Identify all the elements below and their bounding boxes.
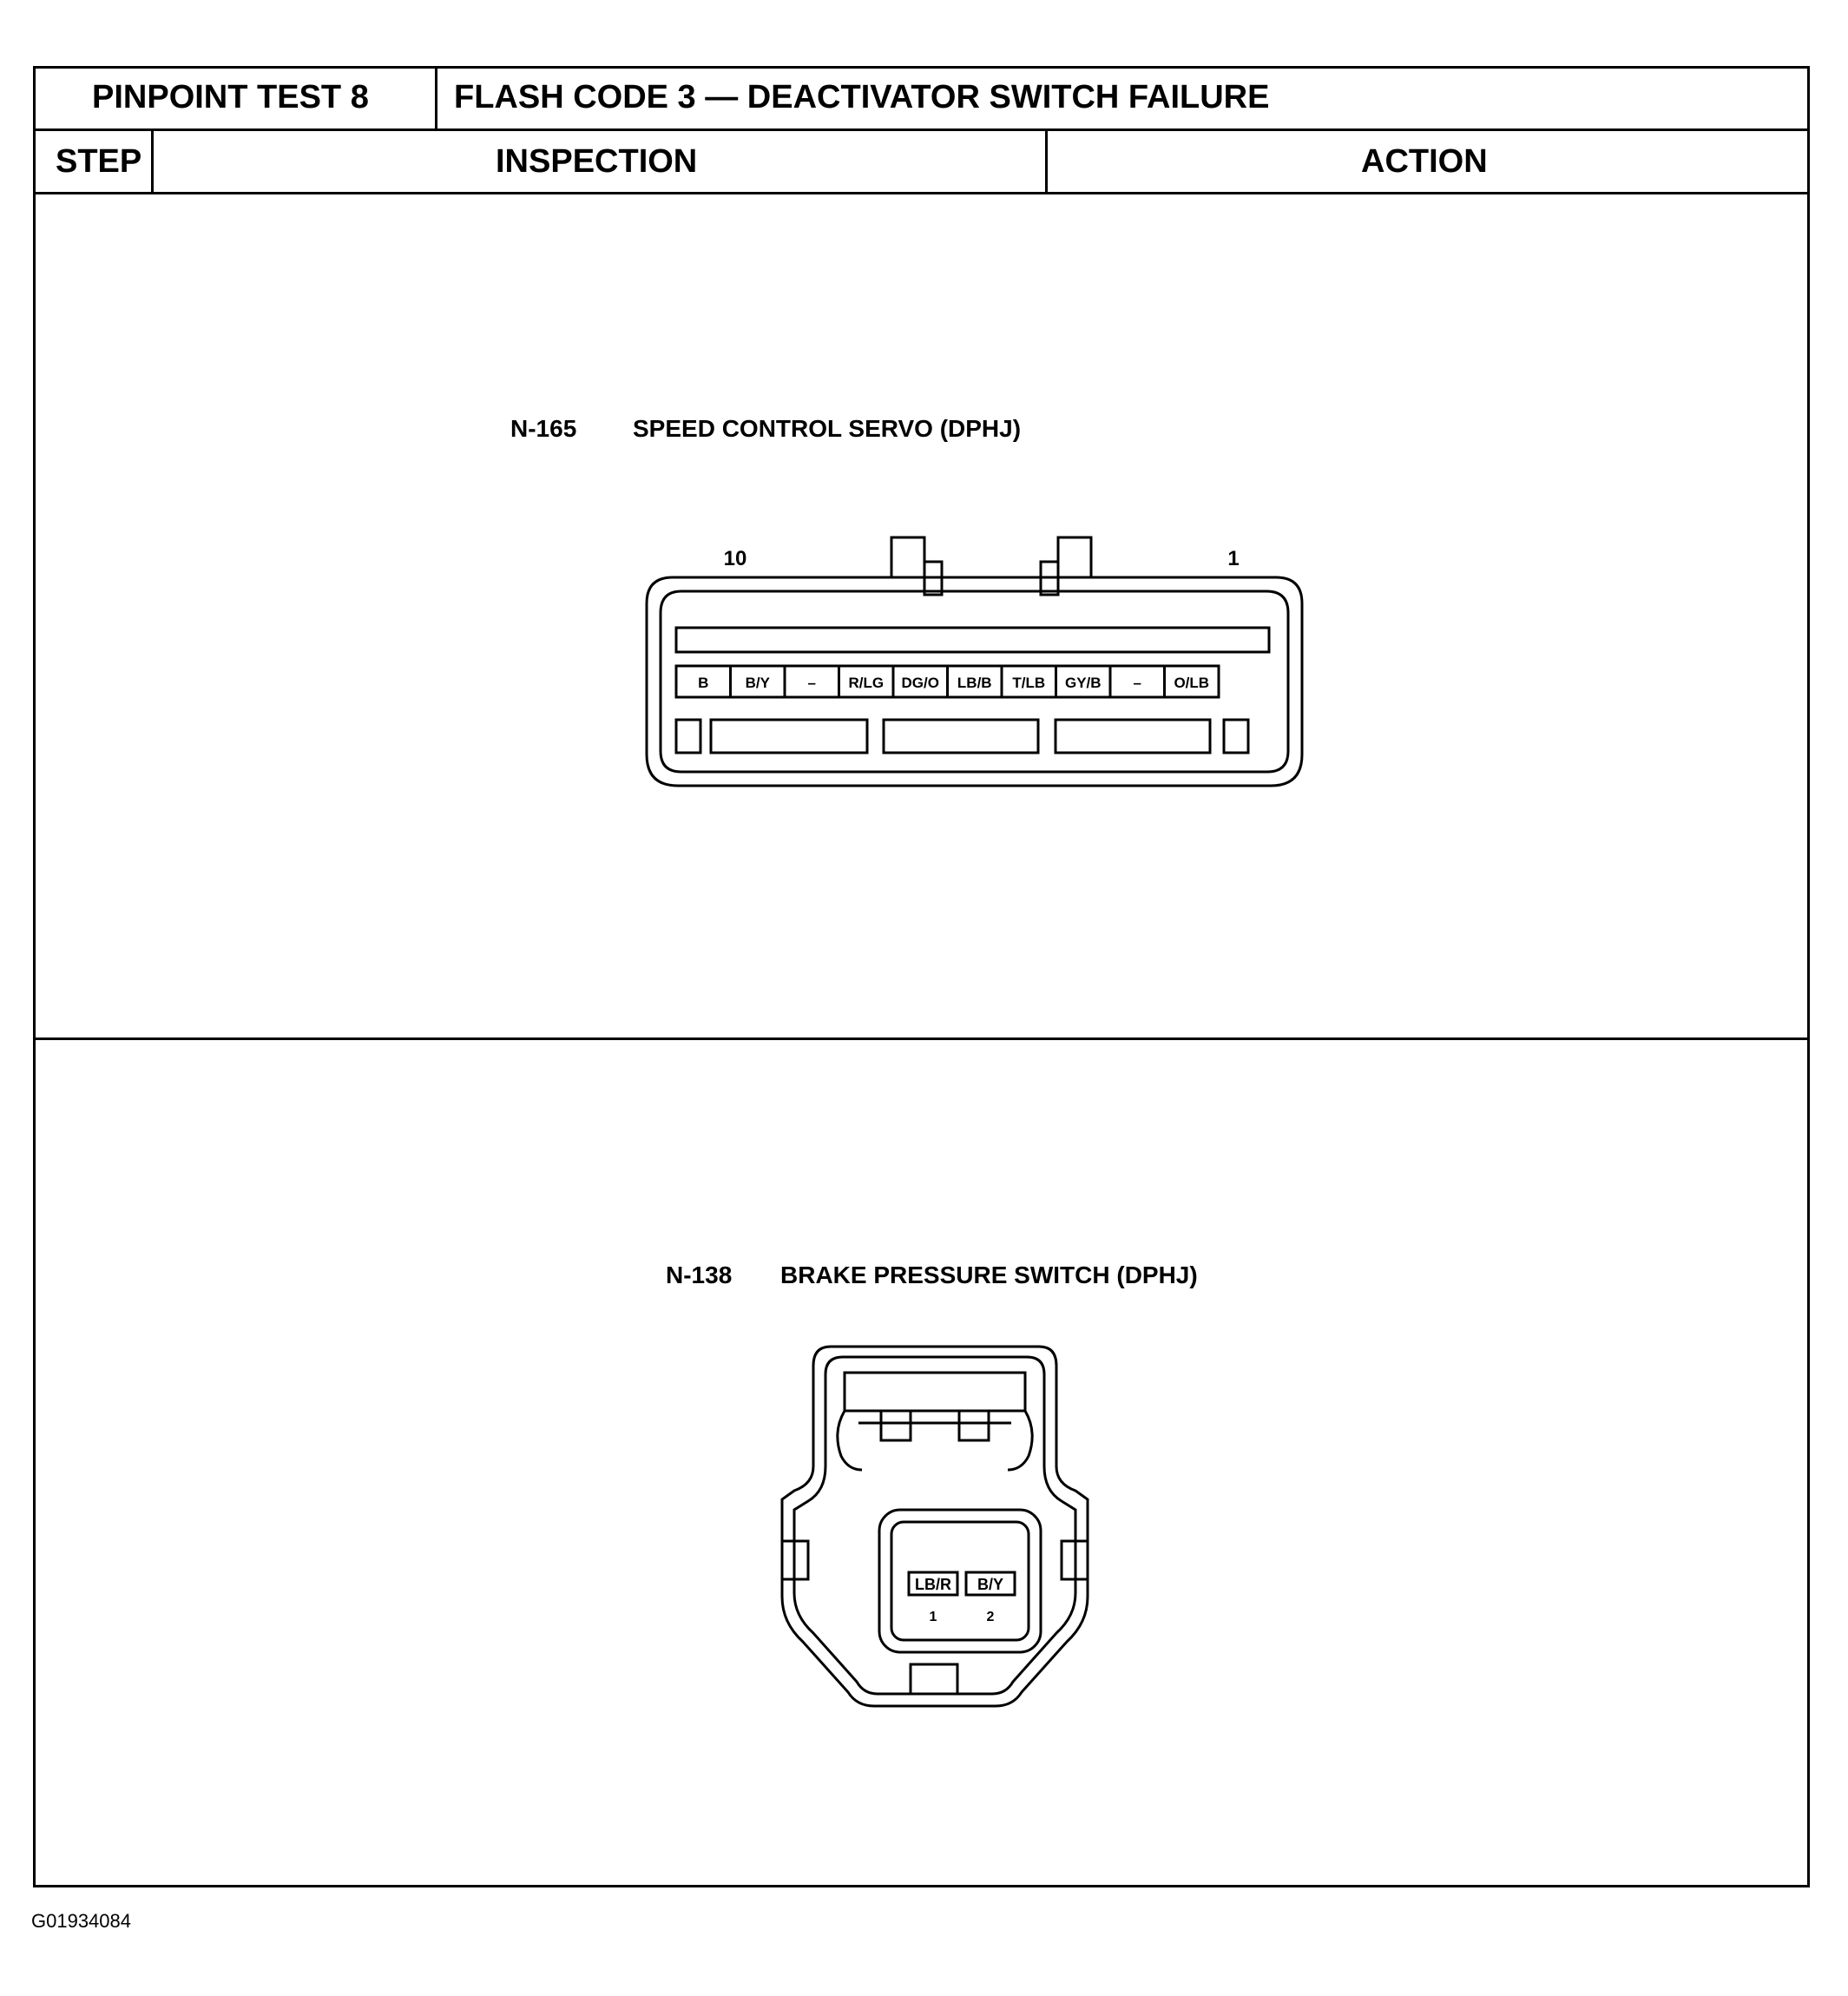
pin-wire-label: B <box>698 675 708 691</box>
pin-wire-label: – <box>808 675 816 691</box>
pin-wire-label: O/LB <box>1174 675 1209 691</box>
pin-cavity <box>1163 664 1220 699</box>
switch-housing-inner <box>792 1355 1077 1696</box>
locking-tab-right <box>1056 536 1093 577</box>
servo-connector-id: N-165 <box>510 415 577 442</box>
action-column-header: ACTION <box>1361 143 1488 180</box>
header-rule <box>36 128 1807 131</box>
test-title: FLASH CODE 3 — DEACTIVATOR SWITCH FAILUR… <box>454 79 1270 115</box>
pin-wire-label: – <box>1134 675 1141 691</box>
locking-tab-left <box>890 536 926 577</box>
switch-pin-number: 2 <box>987 1610 995 1624</box>
test-number: PINPOINT TEST 8 <box>92 79 369 115</box>
pin-end-label-1: 1 <box>1227 547 1239 570</box>
pin-end-label-10: 10 <box>724 547 747 570</box>
switch-pin-wire-label: B/Y <box>977 1576 1003 1593</box>
release-latch <box>843 1371 1027 1413</box>
connector-shell-outer <box>645 576 1304 787</box>
brake-switch-connector-id: N-138 <box>666 1261 733 1288</box>
pin-wire-label: LB/B <box>957 675 992 691</box>
pinpoint-test-table: PINPOINT TEST 8 FLASH CODE 3 — DEACTIVAT… <box>33 66 1810 1887</box>
pin-face-outer <box>878 1508 1042 1654</box>
inspection-column-header: INSPECTION <box>496 143 698 180</box>
step-divider <box>151 128 154 192</box>
figure-id: G01934084 <box>31 1910 131 1932</box>
action-divider <box>1045 128 1048 192</box>
pin-face-inner <box>890 1520 1030 1642</box>
switch-housing-outer <box>780 1345 1089 1708</box>
connector-key-bar <box>674 626 1271 654</box>
side-tab-right <box>1060 1539 1089 1581</box>
header-divider <box>435 69 437 128</box>
brake-pressure-switch-connector: LB/R 1 B/Y 2 <box>780 1345 1089 1708</box>
switch-pin-wire-label: LB/R <box>915 1576 951 1593</box>
pin-wire-label: R/LG <box>848 675 884 691</box>
pin-wire-label: GY/B <box>1065 675 1102 691</box>
bottom-key <box>909 1663 959 1694</box>
switch-pin-cavity <box>964 1571 1016 1597</box>
side-tab-left <box>780 1539 810 1581</box>
speed-control-servo-connector: B B/Y – R/LG DG/O LB/B T/LB GY/B – O/LB 10 1 <box>645 536 1304 787</box>
pin-wire-label: T/LB <box>1012 675 1045 691</box>
switch-pin-number: 1 <box>930 1610 937 1624</box>
brake-switch-connector-name: BRAKE PRESSURE SWITCH (DPHJ) <box>780 1261 1198 1288</box>
switch-pin-cavity <box>907 1571 959 1597</box>
servo-connector-name: SPEED CONTROL SERVO (DPHJ) <box>633 415 1022 442</box>
latch-cutouts <box>674 718 1250 754</box>
pin-wire-label: B/Y <box>746 675 771 691</box>
connector-shell-inner <box>659 590 1290 774</box>
column-header-rule <box>36 192 1807 194</box>
step-column-header: STEP <box>56 143 142 180</box>
section-divider <box>36 1038 1807 1040</box>
pin-wire-label: DG/O <box>902 675 939 691</box>
